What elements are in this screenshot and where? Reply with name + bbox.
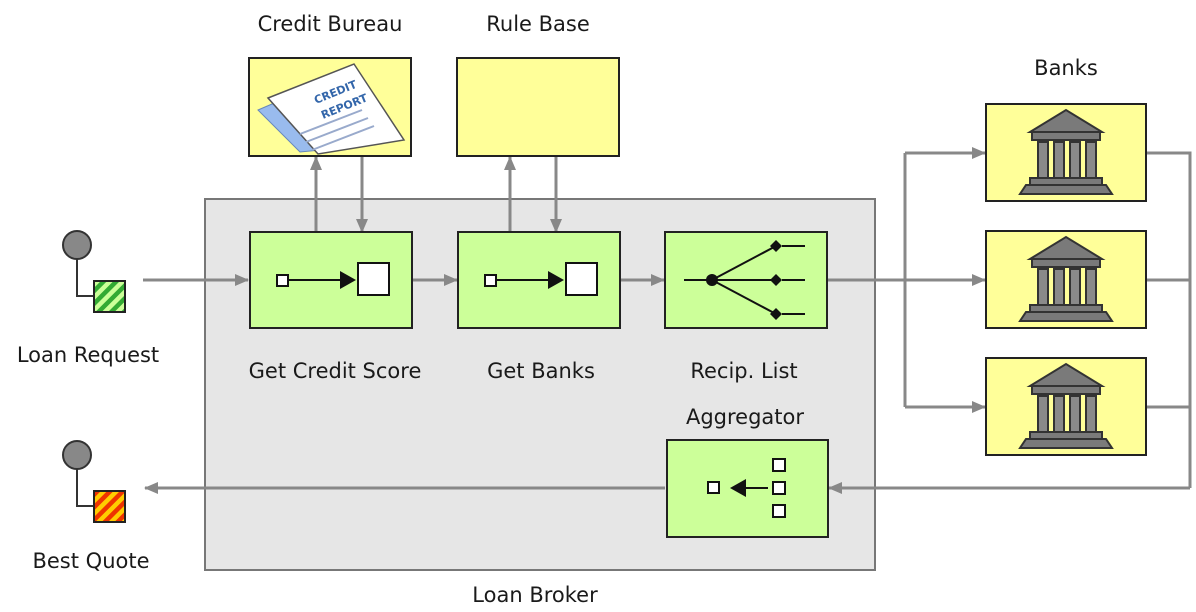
message-channels bbox=[143, 147, 1192, 494]
credit-bureau-system: CREDIT REPORT bbox=[248, 57, 412, 157]
best-quote-label: Best Quote bbox=[32, 549, 149, 573]
aggregator-label: Aggregator bbox=[686, 405, 804, 429]
best-quote-message-icon bbox=[93, 490, 126, 523]
banks-label: Banks bbox=[1034, 56, 1098, 80]
loan-request-endpoint bbox=[62, 230, 126, 313]
recip-list-label: Recip. List bbox=[690, 359, 797, 383]
get-credit-score-label: Get Credit Score bbox=[249, 359, 422, 383]
get-banks-label: Get Banks bbox=[487, 359, 595, 383]
bank-replies-bus bbox=[1147, 151, 1192, 488]
loan-broker-label: Loan Broker bbox=[472, 583, 598, 607]
credit-bureau-label: Credit Bureau bbox=[258, 12, 403, 36]
aggregator-component bbox=[666, 439, 829, 538]
recipient-list-component bbox=[664, 231, 828, 329]
loan-request-label: Loan Request bbox=[17, 343, 159, 367]
get-credit-score-component bbox=[249, 231, 413, 329]
get-banks-component bbox=[457, 231, 621, 329]
bank-2 bbox=[985, 230, 1147, 329]
bank-1 bbox=[985, 103, 1147, 202]
best-quote-endpoint bbox=[62, 440, 126, 523]
loan-request-message-icon bbox=[93, 280, 126, 313]
rule-base-label: Rule Base bbox=[486, 12, 590, 36]
bank-3 bbox=[985, 357, 1147, 456]
rule-base-system bbox=[456, 57, 620, 157]
credit-report-icon: CREDIT REPORT bbox=[257, 63, 406, 155]
